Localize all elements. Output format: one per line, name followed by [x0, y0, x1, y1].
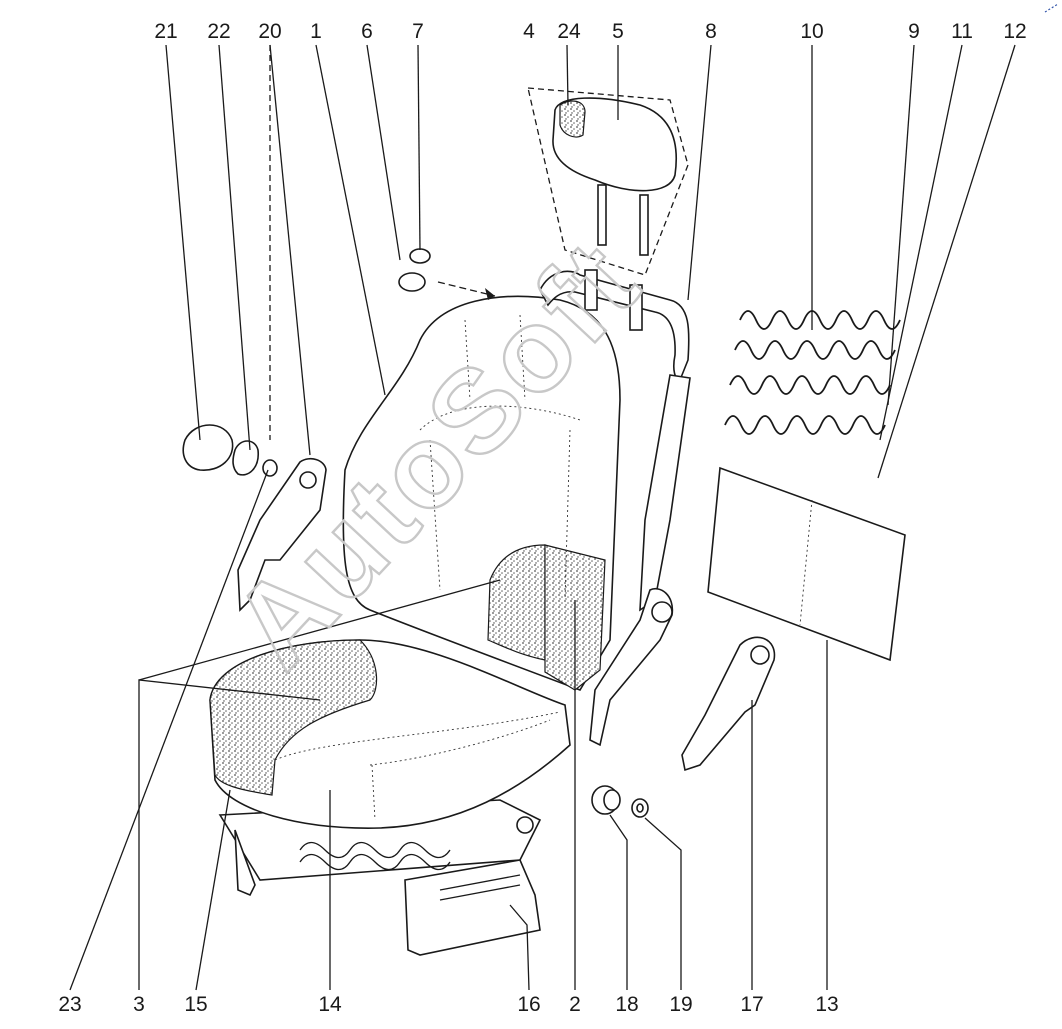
- callout-11: 11: [951, 20, 973, 43]
- callout-18: 18: [615, 993, 638, 1016]
- seat-back-frame: [539, 269, 691, 747]
- headrest-guides: [398, 248, 496, 300]
- recliner-knob-parts: [182, 424, 327, 612]
- callout-10: 10: [800, 20, 823, 43]
- callout-3: 3: [133, 993, 145, 1016]
- callout-19: 19: [669, 993, 692, 1016]
- backboard-panel: [707, 466, 906, 662]
- callout-24: 24: [557, 20, 581, 43]
- callout-20: 20: [258, 20, 281, 43]
- headrest: [527, 87, 689, 276]
- bushings: [591, 785, 649, 818]
- callout-23: 23: [58, 993, 81, 1016]
- callout-6: 6: [361, 20, 373, 43]
- seat-springs: [724, 310, 901, 435]
- callout-15: 15: [184, 993, 207, 1016]
- callout-1: 1: [310, 20, 322, 43]
- callout-13: 13: [815, 993, 838, 1016]
- callout-21: 21: [154, 20, 177, 43]
- callouts-bottom: 23 3 15 14 16 2 18 19 17 13: [58, 993, 838, 1016]
- callout-12: 12: [1003, 20, 1026, 43]
- callout-7: 7: [412, 20, 424, 43]
- leader-lines: [69, 44, 1016, 991]
- callout-2: 2: [569, 993, 581, 1016]
- seat-cushion: [209, 639, 571, 829]
- side-lever: [681, 636, 776, 772]
- callout-22: 22: [207, 20, 230, 43]
- corner-mark: [1044, 3, 1059, 13]
- callout-9: 9: [908, 20, 920, 43]
- callouts-top: 21 22 20 1 6 7 4 24 5 8 10 9 11 12: [154, 20, 1026, 43]
- callout-5: 5: [612, 20, 624, 43]
- callout-16: 16: [517, 993, 540, 1016]
- callout-8: 8: [705, 20, 717, 43]
- callout-4: 4: [523, 20, 535, 43]
- callout-14: 14: [318, 993, 342, 1016]
- callout-17: 17: [740, 993, 763, 1016]
